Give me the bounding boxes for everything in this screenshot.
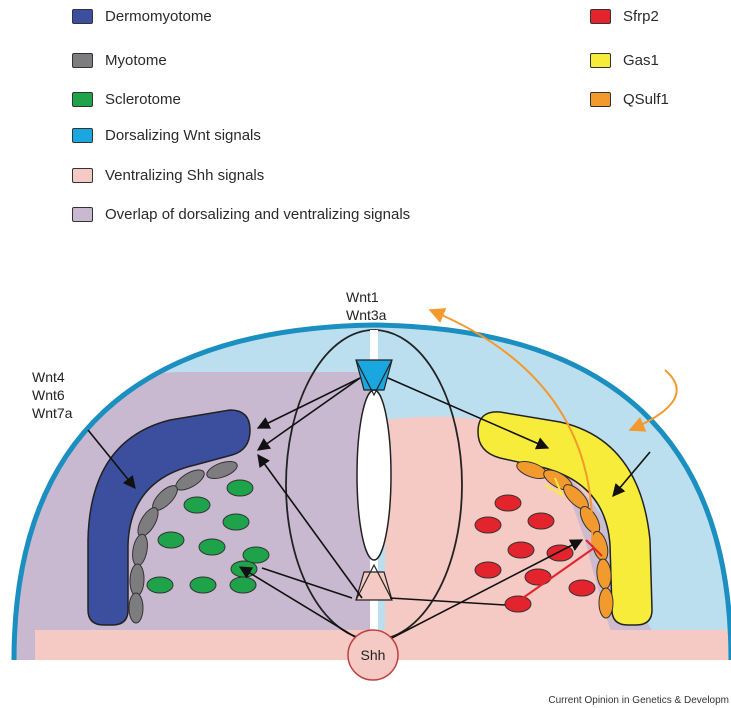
sclerotome-cell: [190, 577, 216, 593]
wnt7a-label: Wnt7a: [32, 405, 73, 421]
sfrp2-cell: [528, 513, 554, 529]
myotome-cell: [129, 593, 143, 623]
qsulf1-cell: [599, 588, 613, 618]
wnt3a-label: Wnt3a: [346, 307, 387, 323]
sfrp2-cell: [475, 562, 501, 578]
sfrp2-cell: [525, 569, 551, 585]
sfrp2-cell: [505, 596, 531, 612]
sfrp2-cell: [495, 495, 521, 511]
sclerotome-cell: [147, 577, 173, 593]
sclerotome-cell: [227, 480, 253, 496]
sfrp2-cell: [508, 542, 534, 558]
neural-lumen: [357, 390, 391, 560]
sclerotome-cell: [230, 577, 256, 593]
wnt6-label: Wnt6: [32, 387, 65, 403]
sclerotome-cell: [158, 532, 184, 548]
figure-credit: Current Opinion in Genetics & Developm: [548, 695, 729, 706]
sfrp2-cell: [569, 580, 595, 596]
sclerotome-cell: [184, 497, 210, 513]
sclerotome-cell: [243, 547, 269, 563]
sclerotome-cell: [223, 514, 249, 530]
sclerotome-cell: [199, 539, 225, 555]
wnt4-label: Wnt4: [32, 369, 65, 385]
wnt1-label: Wnt1: [346, 289, 379, 305]
sfrp2-cell: [475, 517, 501, 533]
shh-label: Shh: [361, 647, 386, 663]
